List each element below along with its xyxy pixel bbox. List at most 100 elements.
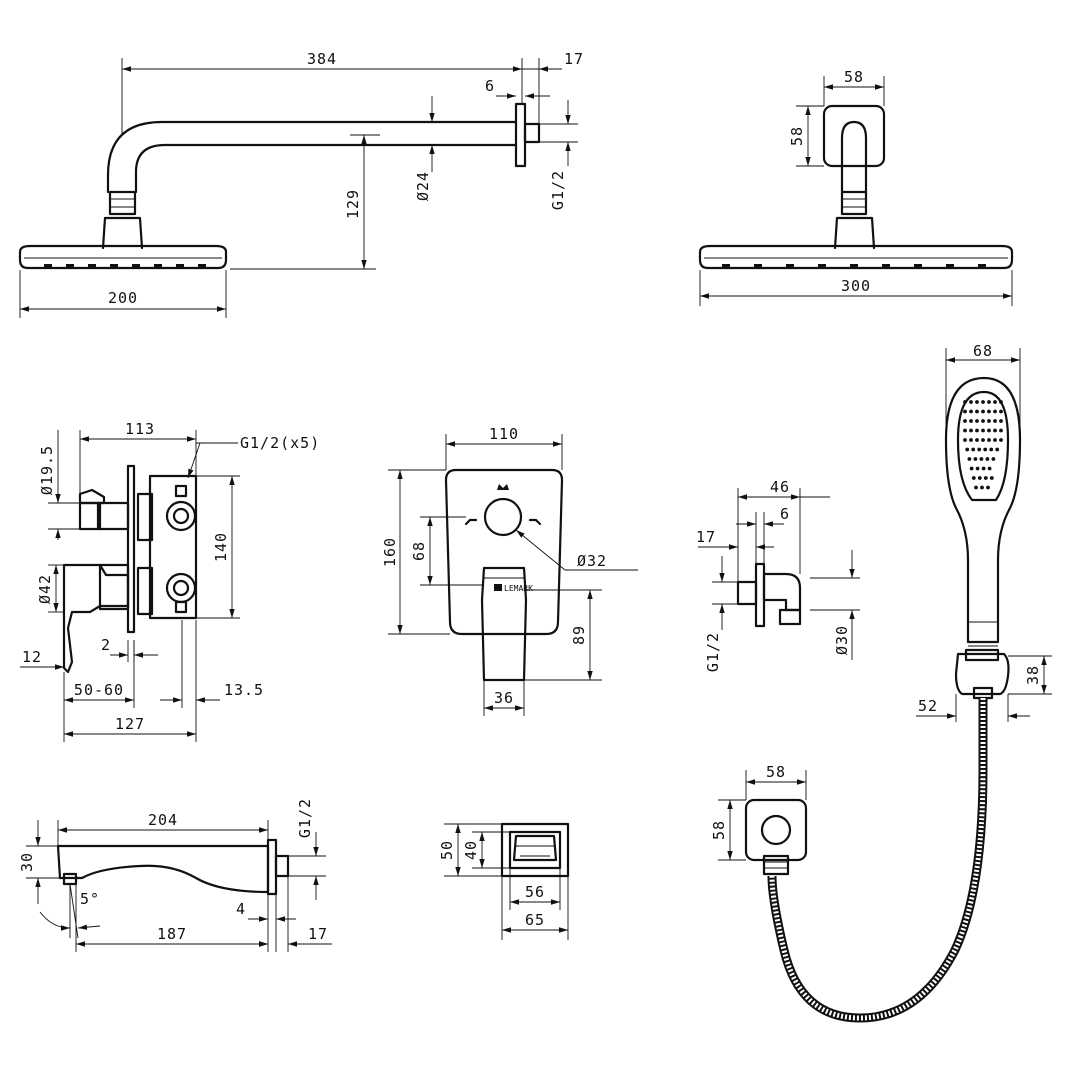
dim-spout-length: 204 <box>148 811 178 829</box>
spray-nozzle <box>999 428 1003 433</box>
spray-nozzle <box>999 438 1003 442</box>
dim-outlet-width: 46 <box>770 478 790 496</box>
dim-valve-width: 113 <box>125 420 155 438</box>
spray-nozzle <box>983 476 988 480</box>
dim-trim-knob-diameter: Ø32 <box>577 552 607 570</box>
dim-flange-outer-height: 50 <box>438 840 456 860</box>
spray-nozzle <box>963 419 967 423</box>
spray-nozzle <box>963 400 967 404</box>
spray-nozzle <box>980 485 984 490</box>
spray-nozzle <box>963 409 967 414</box>
dim-spout-angle: 5° <box>80 890 100 908</box>
dim-ceiling-mount-width: 58 <box>844 68 864 86</box>
spray-nozzle <box>999 419 1003 423</box>
dim-hose-outlet-width: 58 <box>766 763 786 781</box>
spray-nozzle <box>973 457 978 461</box>
spray-nozzle <box>987 438 991 442</box>
spray-nozzle <box>993 400 997 404</box>
spray-nozzle <box>993 409 997 414</box>
spray-nozzle <box>989 447 994 452</box>
valve-body-view: 113 G1/2(x5) 140 Ø19.5 Ø42 2 12 50-60 <box>20 420 320 742</box>
spray-nozzle <box>989 476 994 480</box>
spray-nozzle <box>963 428 967 433</box>
spray-nozzle <box>985 457 990 461</box>
spout-view: 204 G1/2 30 5° 4 187 17 <box>18 798 332 952</box>
trim-plate-brand: LEMARK <box>504 584 533 593</box>
spray-nozzle <box>993 428 997 433</box>
dim-spout-thread: G1/2 <box>296 798 314 838</box>
spray-nozzle <box>987 428 991 433</box>
spray-nozzle <box>974 485 978 490</box>
spray-nozzle <box>993 419 997 423</box>
dim-arm-diameter: Ø24 <box>414 171 432 201</box>
spray-nozzle <box>967 457 972 461</box>
hand-shower-view: 68 38 52 58 58 <box>710 342 1052 1023</box>
spray-nozzle <box>993 438 997 442</box>
dim-valve-handle-diameter: Ø42 <box>36 574 54 604</box>
dim-valve-height: 140 <box>212 532 230 562</box>
spray-nozzles <box>963 400 1003 490</box>
spray-nozzle <box>995 447 1000 452</box>
spray-nozzle <box>963 438 967 442</box>
dim-arm-thread: G1/2 <box>549 170 567 210</box>
dim-holder-width: 52 <box>918 697 938 715</box>
dim-arm-length: 384 <box>307 50 337 68</box>
dim-valve-setback: 13.5 <box>224 681 264 699</box>
dim-large-head-width: 300 <box>841 277 871 295</box>
dim-valve-depth-range: 50-60 <box>74 681 124 699</box>
trim-plate-view: LEMARK 110 160 68 Ø32 89 36 <box>381 425 638 716</box>
spout-flange-view: 50 40 56 65 <box>438 822 570 940</box>
spray-nozzle <box>977 447 982 452</box>
spray-nozzle <box>987 400 991 404</box>
dim-flange-inner-height: 40 <box>462 840 480 860</box>
spray-nozzle <box>981 428 985 433</box>
dim-ceiling-mount-height: 58 <box>788 126 806 146</box>
spray-nozzle <box>991 457 996 461</box>
dim-small-head-width: 200 <box>108 289 138 307</box>
dim-valve-outlet-diameter: Ø19.5 <box>38 445 56 495</box>
spray-nozzle <box>975 400 979 404</box>
dim-arm-drop: 129 <box>344 189 362 219</box>
spray-nozzle <box>969 438 973 442</box>
dim-trim-handle-width: 36 <box>494 689 514 707</box>
spray-nozzle <box>981 466 986 471</box>
spray-nozzle <box>965 447 970 452</box>
dim-outlet-depth: 6 <box>780 505 790 523</box>
dim-trim-spacing: 68 <box>410 541 428 561</box>
spray-nozzle <box>969 419 973 423</box>
spray-nozzle <box>979 457 984 461</box>
spray-nozzle <box>971 447 976 452</box>
dim-valve-gap: 2 <box>101 636 111 654</box>
spray-nozzle <box>999 400 1003 404</box>
dim-hose-outlet-height: 58 <box>710 820 728 840</box>
dim-flange-inner-width: 56 <box>525 883 545 901</box>
spray-nozzle <box>969 428 973 433</box>
shower-arm-view: 384 6 17 Ø24 G1/2 129 200 <box>18 50 583 318</box>
spray-nozzle <box>981 438 985 442</box>
dim-holder-height: 38 <box>1024 665 1042 685</box>
spray-nozzle <box>986 485 990 490</box>
spray-nozzle <box>981 409 985 414</box>
spray-nozzle <box>969 409 973 414</box>
dim-valve-threads: G1/2(x5) <box>240 434 320 452</box>
spray-nozzle <box>981 419 985 423</box>
spray-nozzle <box>977 476 982 480</box>
dim-spout-height: 30 <box>18 852 36 872</box>
dim-spout-projection: 187 <box>157 925 187 943</box>
dim-outlet-diameter: Ø30 <box>833 625 851 655</box>
spray-nozzle <box>983 447 988 452</box>
spray-nozzle <box>975 419 979 423</box>
dim-spout-depth: 17 <box>308 925 328 943</box>
spray-nozzle <box>987 419 991 423</box>
spray-nozzle <box>999 409 1003 414</box>
spray-nozzle <box>975 438 979 442</box>
dim-trim-handle-drop: 89 <box>570 625 588 645</box>
dim-flange-outer-width: 65 <box>525 911 545 929</box>
dim-hand-shower-width: 68 <box>973 342 993 360</box>
spray-nozzle <box>975 428 979 433</box>
dim-outlet-thread: G1/2 <box>704 632 722 672</box>
spray-nozzle <box>975 409 979 414</box>
spray-nozzle <box>981 400 985 404</box>
spray-nozzle <box>987 409 991 414</box>
